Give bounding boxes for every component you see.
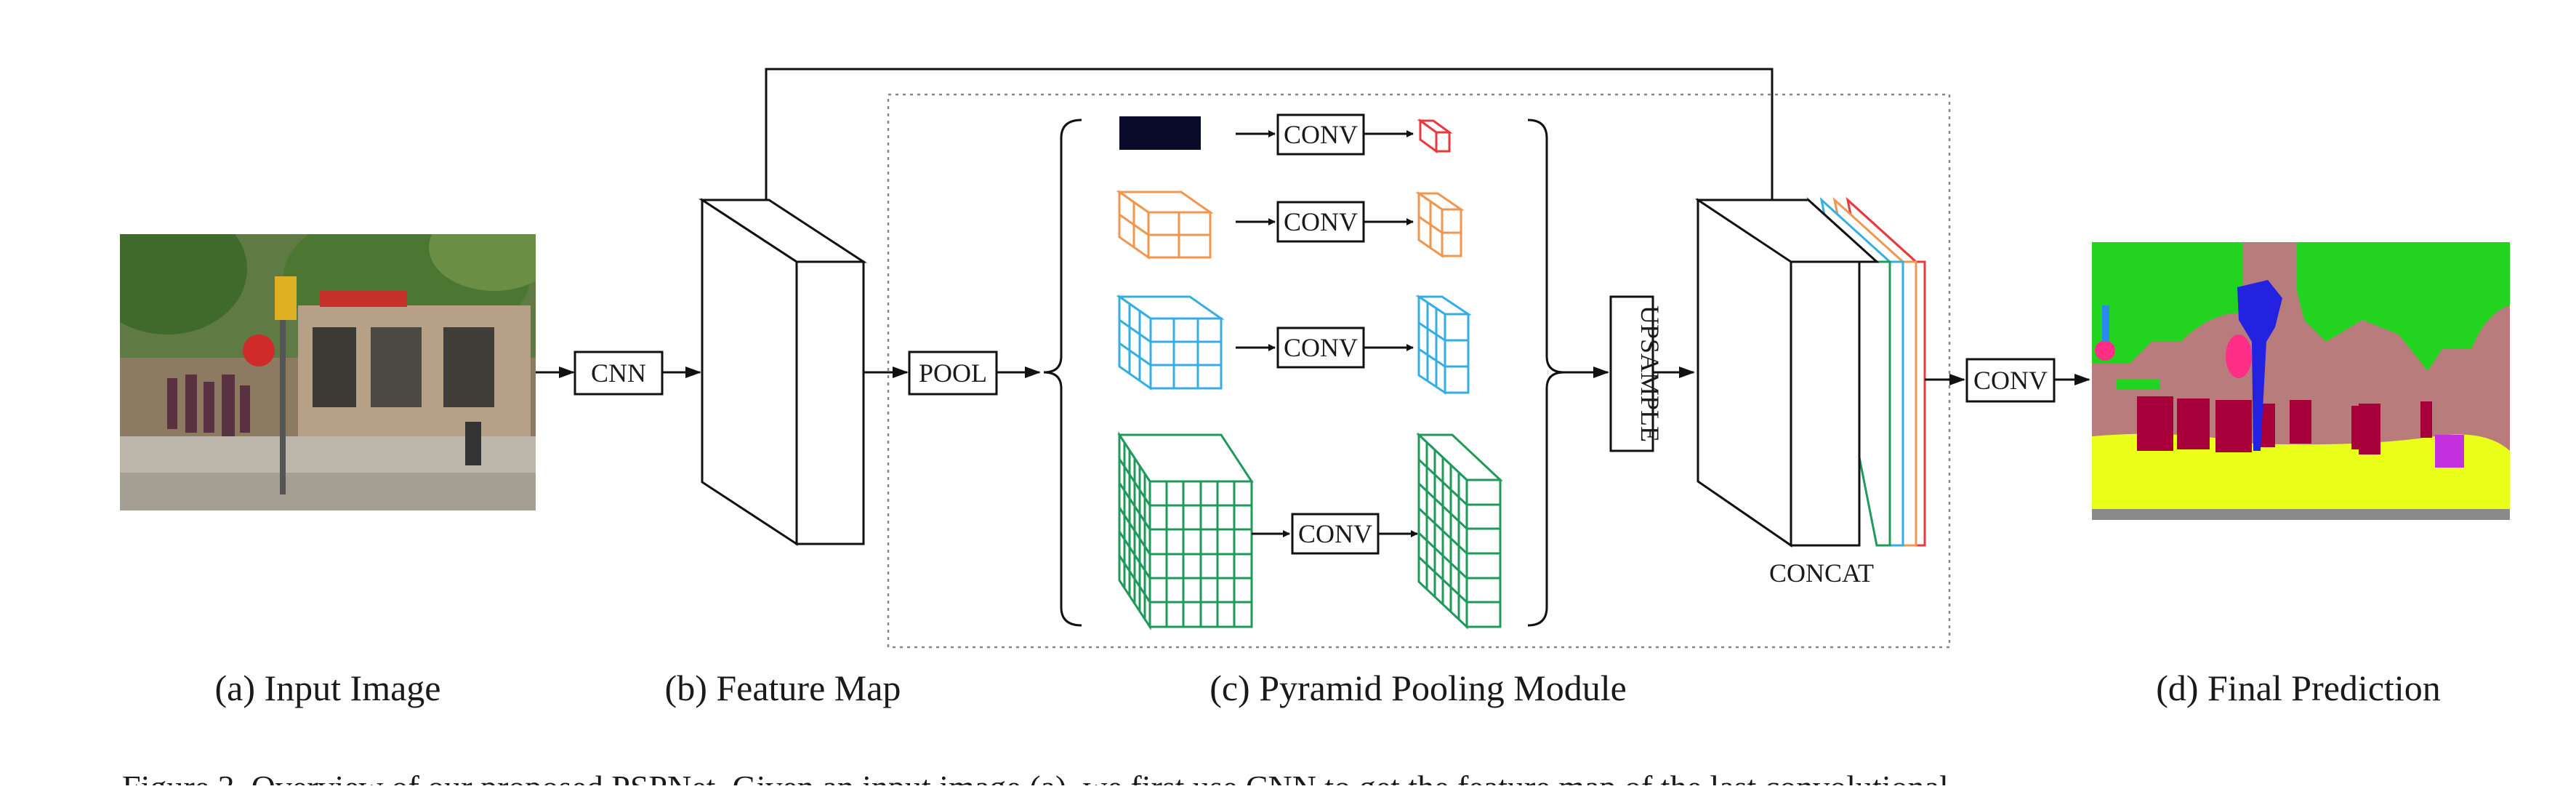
caption-pyramid-pooling: (c) Pyramid Pooling Module (1209, 668, 1627, 708)
pool-bin-2x2 (1116, 190, 1214, 260)
output-cube-bin3 (1415, 295, 1472, 395)
figure-caption-text: Figure 3. Overview of our proposed PSPNe… (122, 769, 1949, 785)
right-brace (1527, 119, 1565, 627)
conv-label-bin1: CONV (1284, 120, 1358, 149)
input-image (120, 234, 536, 510)
pool-box (908, 351, 998, 396)
conv-box-bin3 (1276, 327, 1365, 369)
upsample-label: UPSAMPLE (1635, 305, 1665, 442)
cnn-label: CNN (591, 359, 646, 388)
output-cube-bin1 (1417, 119, 1453, 153)
final-conv-label: CONV (1973, 366, 2048, 395)
pyramid-pooling-module-frame (887, 93, 1951, 649)
final-prediction-image (2092, 242, 2510, 520)
caption-final-prediction: (d) Final Prediction (2156, 668, 2441, 708)
pool-bin-6x6 (1117, 430, 1254, 631)
caption-feature-map: (b) Feature Map (665, 668, 901, 708)
concat-feature-block (1695, 198, 1880, 548)
feature-map-block (698, 198, 868, 546)
skip-connection-arrow (765, 68, 1778, 225)
conv-box-bin6 (1291, 513, 1380, 555)
pool-bin-3x3 (1116, 295, 1225, 391)
conv-label-bin6: CONV (1298, 519, 1372, 548)
conv-box-bin1 (1276, 113, 1365, 156)
pool-bin-1x1 (1119, 116, 1201, 150)
output-cube-bin2 (1415, 191, 1465, 258)
left-brace (1043, 119, 1082, 627)
concat-label: CONCAT (1769, 558, 1874, 588)
upsample-box (1609, 295, 1654, 452)
caption-input-image: (a) Input Image (215, 668, 441, 708)
conv-label-bin2: CONV (1284, 207, 1358, 236)
output-cube-bin6 (1416, 432, 1503, 630)
pool-label: POOL (919, 359, 987, 388)
conv-label-bin3: CONV (1284, 333, 1358, 362)
final-conv-box (1965, 358, 2056, 403)
